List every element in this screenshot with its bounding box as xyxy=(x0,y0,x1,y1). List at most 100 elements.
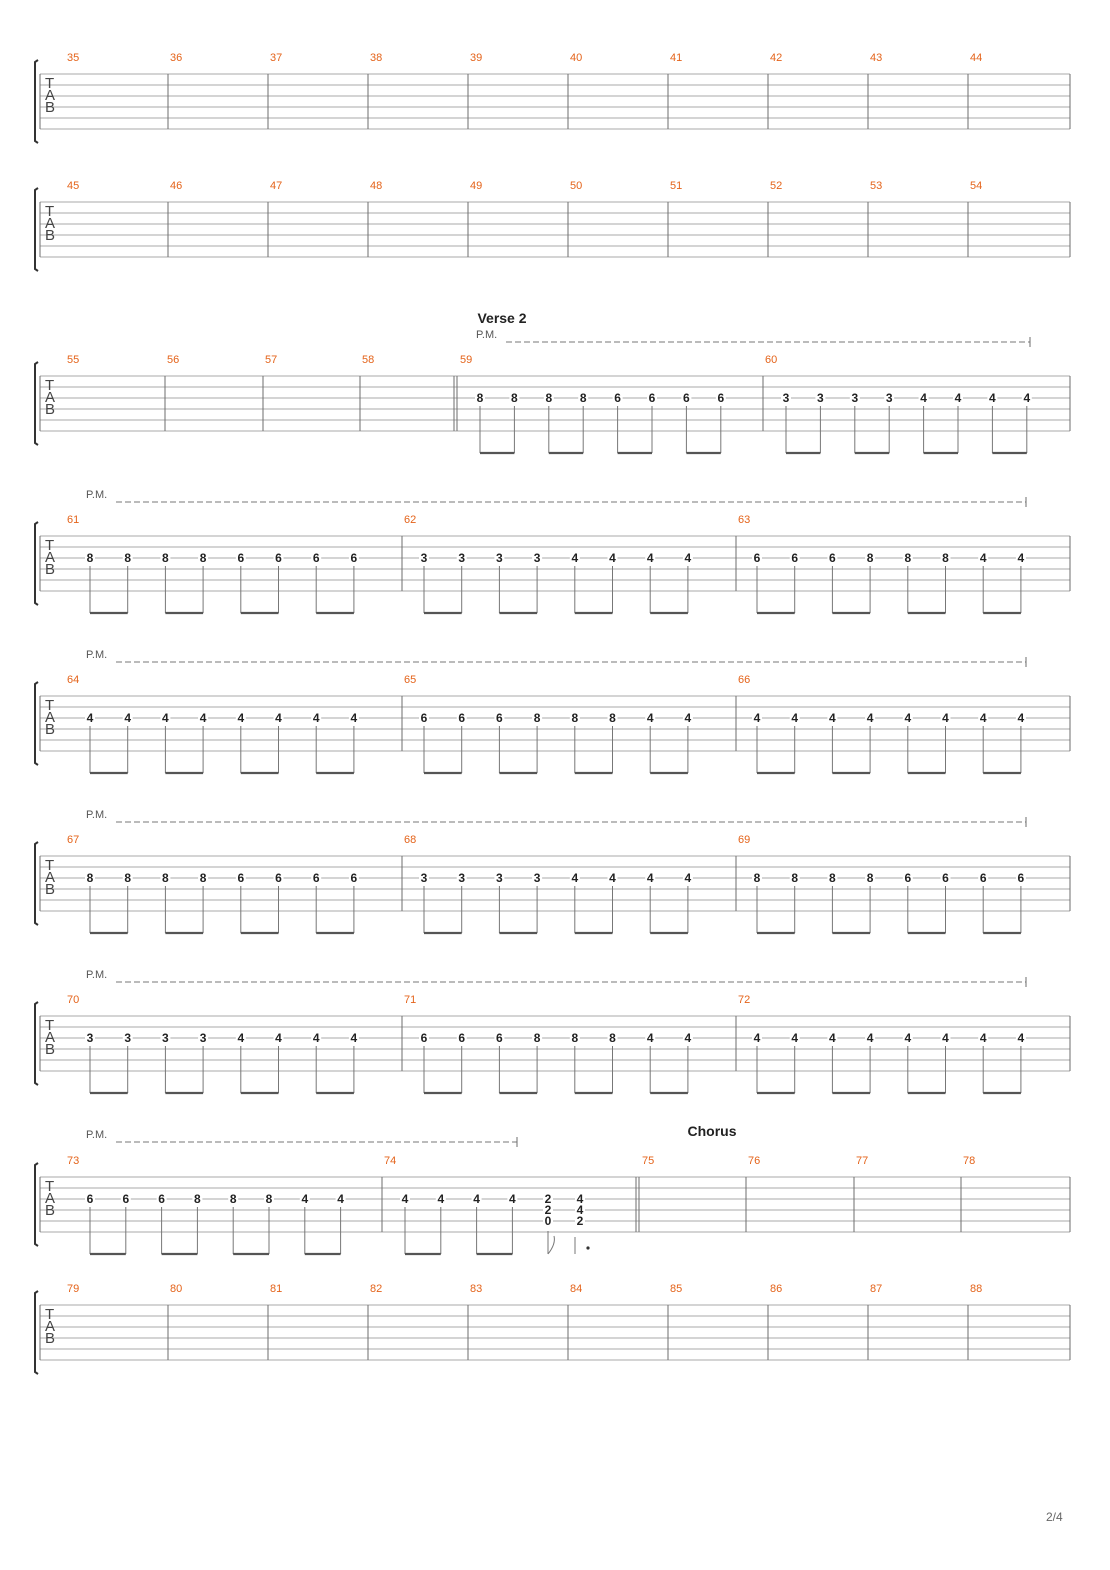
measure-number: 64 xyxy=(67,674,79,686)
fret-number: 4 xyxy=(920,391,927,405)
fret-number-bg xyxy=(532,871,543,884)
tab-clef-letter: B xyxy=(45,401,55,418)
fret-number: 4 xyxy=(237,711,244,725)
fret-number-bg xyxy=(918,391,929,404)
fret-number-bg xyxy=(348,871,359,884)
fret-number-bg xyxy=(645,711,656,724)
fret-number-bg xyxy=(311,871,322,884)
fret-number-bg xyxy=(235,1031,246,1044)
fret-number-bg xyxy=(532,711,543,724)
fret-number: 4 xyxy=(351,1031,358,1045)
fret-number: 6 xyxy=(829,551,836,565)
fret-number-bg xyxy=(419,871,429,884)
fret-number-bg xyxy=(940,1031,951,1044)
fret-number-bg xyxy=(789,871,800,884)
fret-number-bg xyxy=(348,711,359,724)
measure-number: 55 xyxy=(67,354,79,366)
fret-number: 4 xyxy=(685,1031,692,1045)
fret-number: 8 xyxy=(609,711,616,725)
fret-number-bg xyxy=(682,711,693,724)
measure-number: 37 xyxy=(270,52,282,64)
palm-mute-label: P.M. xyxy=(86,969,107,981)
fret-number: 6 xyxy=(754,551,761,565)
fret-number: 8 xyxy=(571,711,578,725)
measure-number: 75 xyxy=(642,1155,654,1167)
fret-number: 4 xyxy=(1018,711,1025,725)
fret-number-bg xyxy=(682,1031,693,1044)
fret-number-bg xyxy=(198,871,209,884)
fret-number: 8 xyxy=(791,871,798,885)
fret-number-bg xyxy=(789,711,800,724)
fret-number: 8 xyxy=(200,551,207,565)
fret-number-bg xyxy=(578,391,589,404)
fret-number-bg xyxy=(273,871,284,884)
palm-mute-label: P.M. xyxy=(86,809,107,821)
fret-number-bg xyxy=(235,711,246,724)
fret-number-bg xyxy=(940,551,951,564)
fret-number: 3 xyxy=(783,391,790,405)
fret-number: 8 xyxy=(124,551,131,565)
palm-mute-label: P.M. xyxy=(476,329,497,341)
fret-number-bg xyxy=(902,1031,913,1044)
fret-number-bg xyxy=(335,1192,346,1205)
tab-clef-letter: T xyxy=(45,857,54,874)
fret-number: 4 xyxy=(437,1192,444,1206)
fret-number-bg xyxy=(122,711,133,724)
fret-number-bg xyxy=(1015,711,1026,724)
fret-number: 3 xyxy=(458,871,465,885)
fret-number-bg xyxy=(781,391,791,404)
fret-number-bg xyxy=(435,1192,446,1205)
fret-number-bg xyxy=(543,391,554,404)
fret-number: 4 xyxy=(867,1031,874,1045)
measure-number: 88 xyxy=(970,1283,982,1295)
fret-number-bg xyxy=(456,1031,467,1044)
fret-number-bg xyxy=(827,711,838,724)
fret-number-bg xyxy=(456,871,467,884)
fret-number-bg xyxy=(192,1192,203,1205)
measure-number: 45 xyxy=(67,180,79,192)
fret-number: 6 xyxy=(683,391,690,405)
measure-number: 67 xyxy=(67,834,79,846)
measure-number: 82 xyxy=(370,1283,382,1295)
fret-number-bg xyxy=(507,1192,518,1205)
system-brace xyxy=(34,1290,39,1375)
fret-number-bg xyxy=(160,871,171,884)
tab-clef-letter: B xyxy=(45,881,55,898)
fret-number-bg xyxy=(85,1031,95,1044)
fret-number: 8 xyxy=(609,1031,616,1045)
fret-number-bg xyxy=(865,711,876,724)
fret-number-bg xyxy=(575,1214,585,1226)
fret-number: 8 xyxy=(754,871,761,885)
fret-number: 6 xyxy=(313,871,320,885)
fret-number-bg xyxy=(475,391,485,404)
fret-number-bg xyxy=(235,871,246,884)
fret-number: 4 xyxy=(955,391,962,405)
fret-number-bg xyxy=(789,551,800,564)
fret-number-bg xyxy=(120,1192,131,1205)
fret-number-bg xyxy=(940,711,951,724)
fret-number: 3 xyxy=(421,871,428,885)
measure-number: 35 xyxy=(67,52,79,64)
fret-number: 6 xyxy=(275,551,282,565)
fret-number-bg xyxy=(849,391,860,404)
fret-number-bg xyxy=(827,1031,838,1044)
fret-number: 8 xyxy=(162,871,169,885)
fret-number-bg xyxy=(311,551,322,564)
fret-number: 2 xyxy=(577,1214,584,1228)
fret-number-bg xyxy=(264,1192,274,1205)
tab-clef-letter: T xyxy=(45,1306,54,1323)
fret-number: 3 xyxy=(496,551,503,565)
system-brace xyxy=(34,521,39,606)
fret-number: 3 xyxy=(162,1031,169,1045)
fret-number: 4 xyxy=(275,711,282,725)
fret-number: 6 xyxy=(496,711,503,725)
measure-number: 63 xyxy=(738,514,750,526)
fret-number: 3 xyxy=(817,391,824,405)
fret-number-bg xyxy=(978,1031,989,1044)
fret-number-bg xyxy=(645,871,656,884)
system-brace xyxy=(34,841,39,926)
